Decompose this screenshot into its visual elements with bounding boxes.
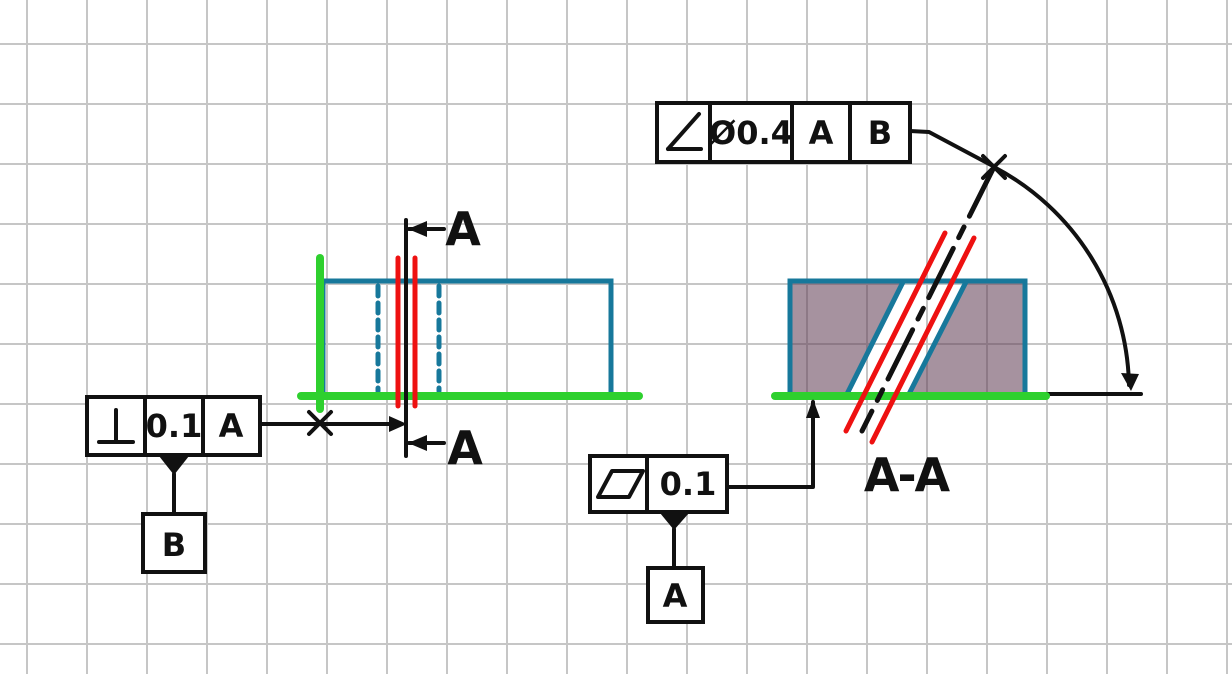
fcf-angularity: Ø0.4 A B [655, 101, 1139, 391]
hole-edge-left [844, 279, 906, 397]
fcf-angularity-leader [908, 129, 993, 167]
leader-arrowhead [389, 416, 407, 432]
hole-axis-centerline [859, 164, 997, 434]
fcf-datum-ref-primary: A [809, 114, 834, 152]
fcf-tolerance-value: 0.1 [146, 407, 203, 445]
fcf-symbol-cell [85, 395, 147, 457]
datum-feature-triangle [660, 513, 689, 530]
datum-feature-triangle [159, 456, 189, 475]
fcf-tolerance-value: Ø0.4 [709, 114, 793, 152]
datum-b-letter: B [162, 526, 186, 564]
hole-edge-right [906, 279, 969, 397]
leader-cross-mark [307, 410, 333, 436]
datum-b-box [141, 512, 207, 574]
parallelism-icon [596, 469, 645, 499]
section-view: A-A [771, 164, 1143, 502]
fcf-datum1-cell [790, 101, 852, 164]
section-view-label: A-A [864, 448, 951, 502]
section-hatch-fill-left [792, 283, 900, 393]
datum-a-box [646, 566, 705, 624]
fcf-tolerance-cell [143, 395, 205, 457]
leader-arrowhead-up [806, 399, 820, 418]
section-arrowhead-top [408, 221, 427, 237]
fcf-tolerance-cell [645, 454, 729, 514]
fcf-datum-ref-secondary: B [868, 114, 892, 152]
perpendicularity-icon [97, 408, 135, 444]
fcf-datum-cell [201, 395, 262, 457]
section-label-bottom: A [447, 421, 483, 475]
angularity-icon [666, 112, 703, 151]
angle-dimension-arc [992, 165, 1131, 387]
fcf-datum2-cell [848, 101, 912, 164]
tolerance-zone-line-left-section [843, 230, 948, 434]
fcf-perpendicularity: 0.1 A B [85, 395, 407, 574]
front-view: A A [297, 202, 643, 475]
tolerance-zone-line-right-section [869, 235, 977, 445]
fcf-symbol-cell [588, 454, 649, 514]
fcf-datum-ref: A [219, 407, 244, 445]
fcf-parallelism: 0.1 A [588, 399, 820, 624]
arc-arrowhead [1121, 373, 1139, 391]
fcf-tolerance-value: 0.1 [660, 465, 717, 503]
fcf-parallelism-leader [725, 400, 815, 489]
datum-a-letter: A [663, 577, 688, 615]
section-hatch-fill-right [911, 283, 1023, 393]
section-arrowhead-bottom [408, 435, 427, 451]
section-label-top: A [445, 202, 481, 256]
